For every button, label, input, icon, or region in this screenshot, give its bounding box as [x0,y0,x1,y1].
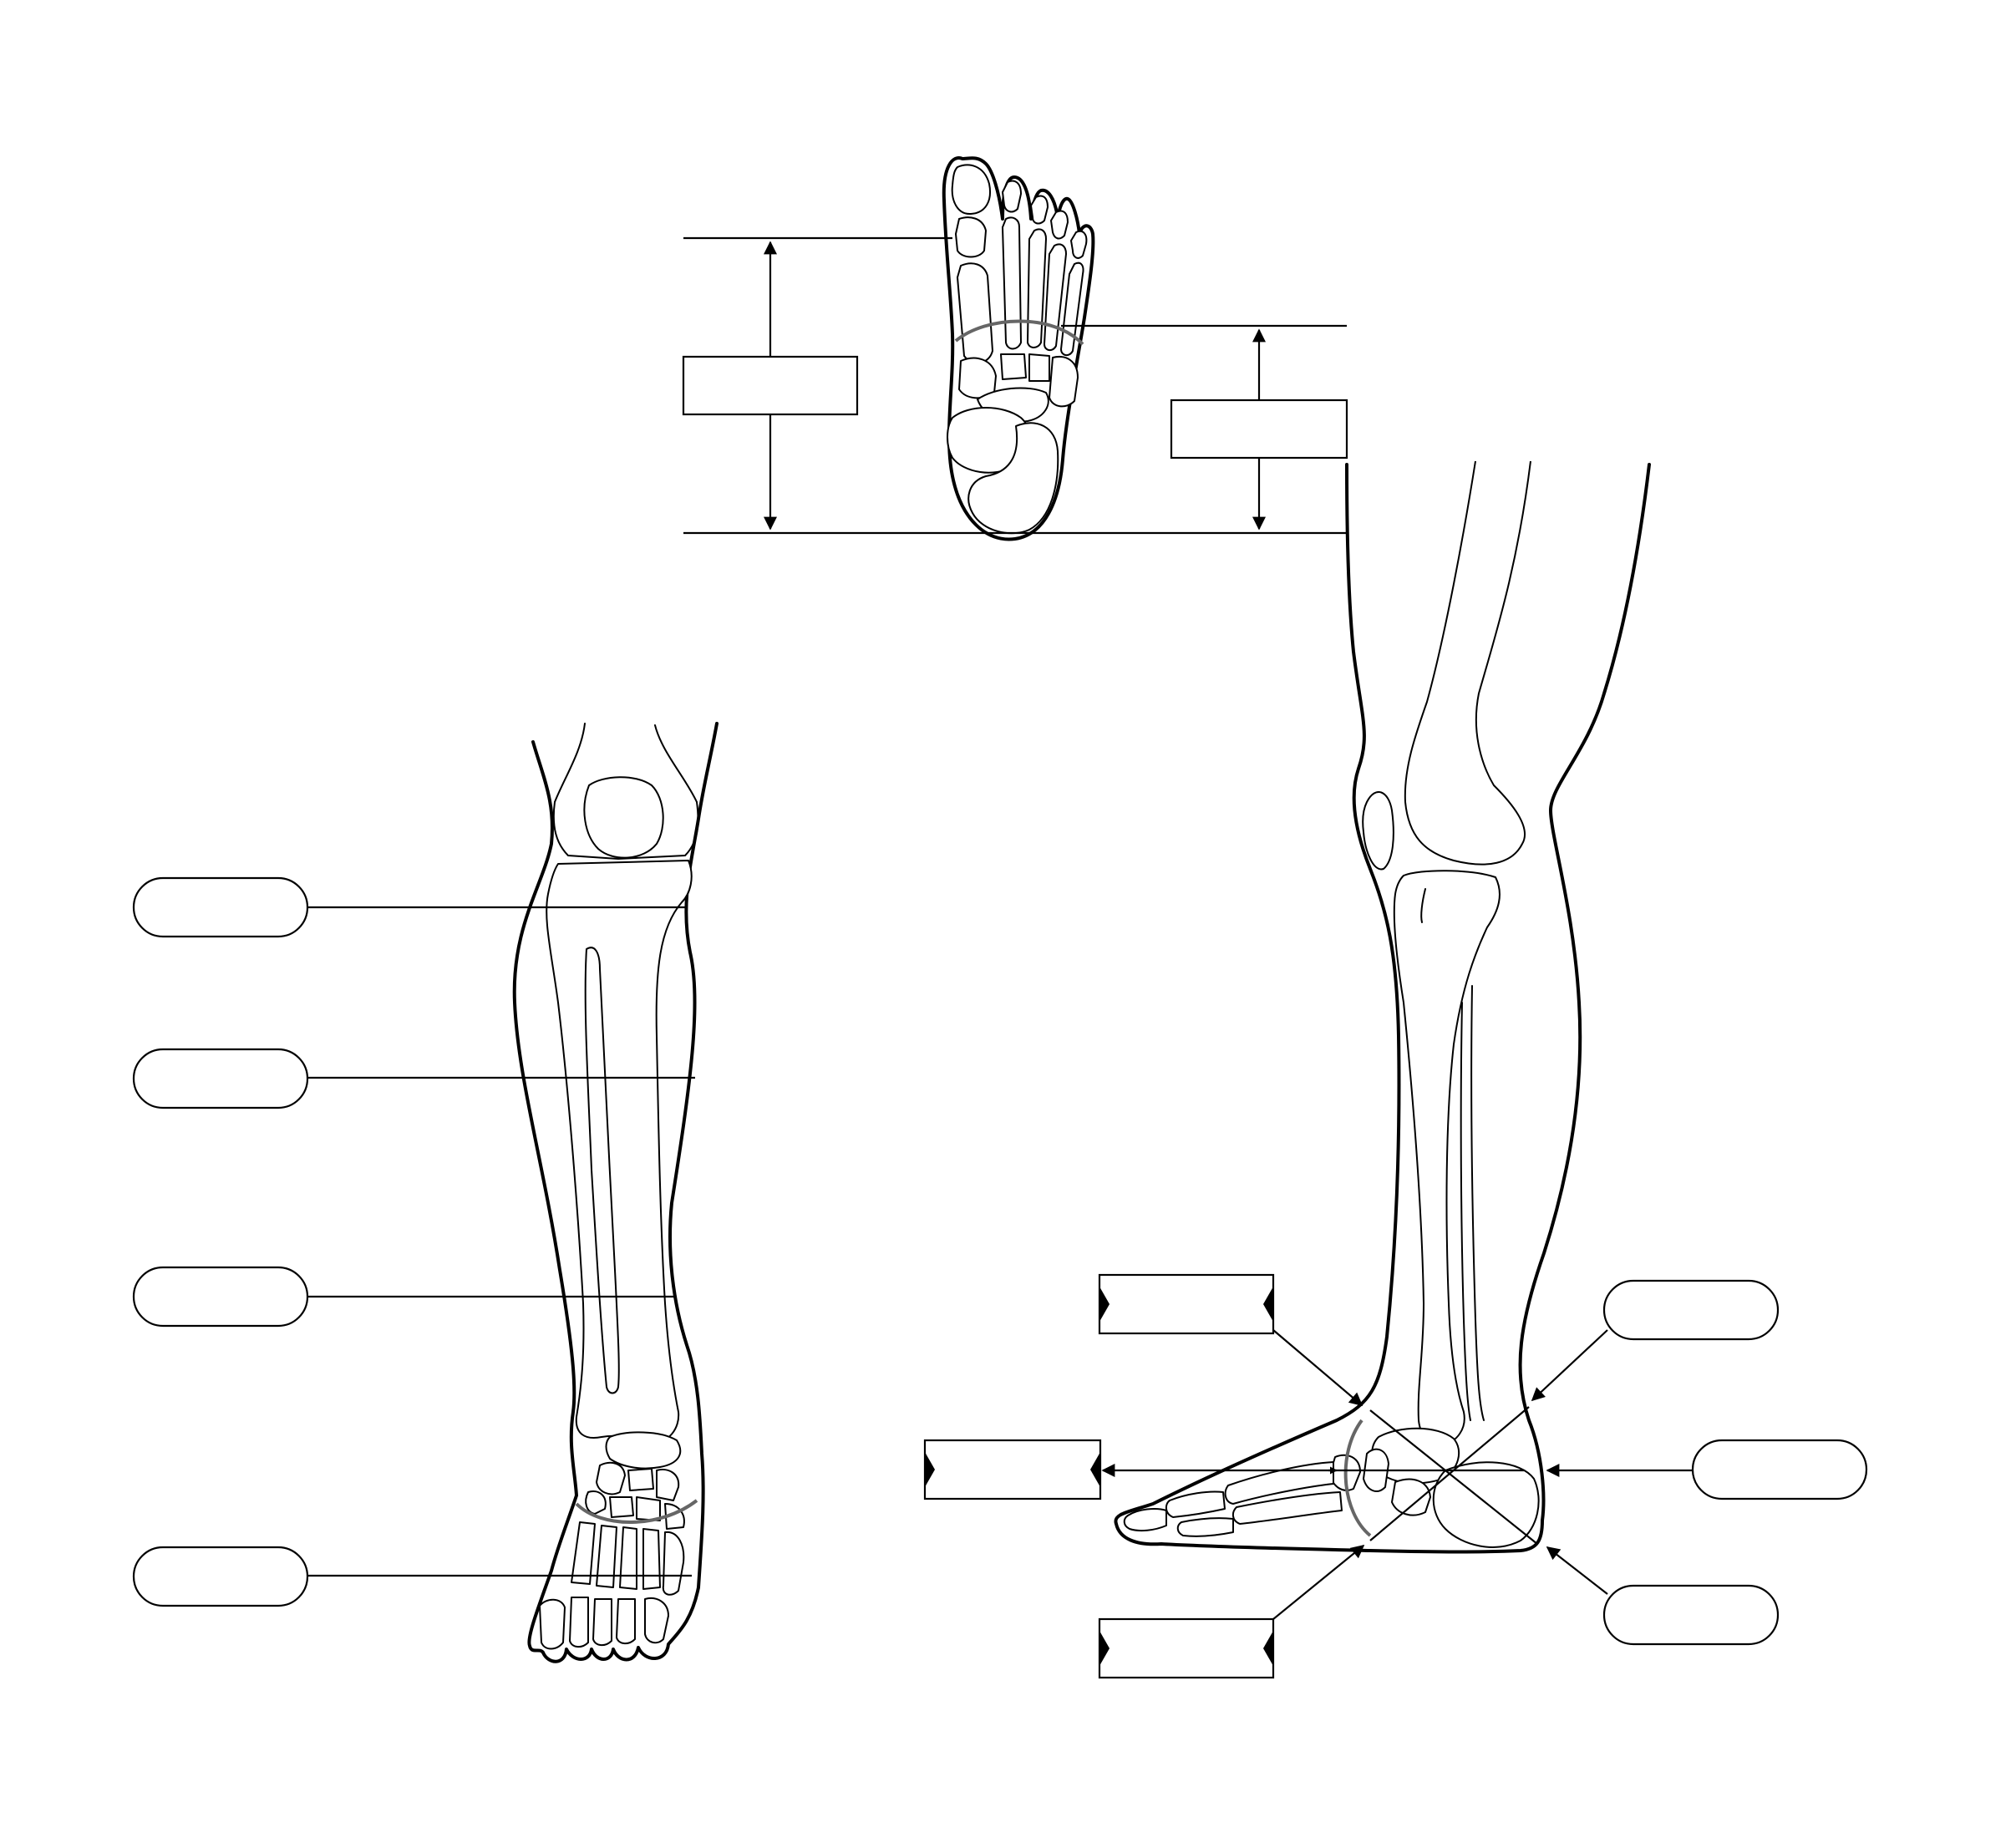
label-box-foot-top-left[interactable] [682,355,859,416]
metatarsal-1 [957,262,993,364]
cuboid-top [1049,356,1079,408]
leg-lateral-view [1114,460,1651,1554]
metatarsal-anterior-5 [662,1531,685,1596]
phalanx-anterior-2 [569,1597,589,1648]
leg-lateral-outline-front [1114,463,1544,1554]
label-pill-anterior-3[interactable] [132,1266,309,1328]
cuboid-lateral [1391,1478,1431,1516]
metatarsal-anterior-2 [596,1525,617,1588]
metatarsal-anterior-3 [619,1526,637,1590]
label-boxes [132,355,1868,1679]
leg-lateral-outline-back [1518,463,1651,1522]
label-box-lateral-lower[interactable] [1098,1617,1275,1679]
patella-anterior [583,776,664,859]
tarsal-anterior-3 [656,1469,680,1501]
phalanx-anterior-3 [592,1598,612,1646]
big-toe-proximal [955,216,987,258]
calcaneus-lateral [1432,1461,1540,1548]
toe-3 [1030,195,1049,225]
tarsal-anterior-6 [636,1496,661,1521]
foot-anterior-toes-outline [541,1586,700,1663]
leader-lateral-pill-upper [1531,1329,1608,1402]
phalanx-lateral-3 [1176,1517,1234,1537]
label-pill-lateral-upper[interactable] [1602,1279,1780,1341]
patella-lateral [1362,791,1394,871]
tibia-lateral [1393,870,1501,1446]
label-pill-lateral-lower[interactable] [1602,1584,1780,1646]
metatarsal-anterior-4 [642,1528,661,1590]
tibia-tuberosity [1420,888,1426,923]
toe-4 [1050,210,1069,240]
foot-superior-view [942,156,1095,541]
phalanx-anterior-1 [539,1598,566,1650]
cuneiform-2 [1000,353,1027,380]
phalanx-anterior-5 [644,1597,669,1644]
label-box-lateral-upper[interactable] [1098,1273,1275,1335]
toe-5 [1070,230,1088,259]
ankle-region-circle [1343,1419,1372,1537]
fibula-lateral-line-1 [1460,1002,1471,1421]
femur-line-left [554,723,586,803]
metatarsal-3 [1027,228,1047,348]
phalanx-anterior-4 [616,1598,636,1644]
femur-line-right [654,724,698,803]
tarsal-anterior-4 [585,1490,607,1515]
foot-dimension-guides [683,236,1348,535]
phalanx-lateral-2 [1123,1508,1167,1532]
foot-top-region-arc [954,319,1084,346]
leg-anterior-outline-left [512,740,578,1654]
phalanx-lateral-1 [1165,1490,1226,1518]
foot-top-outline [942,156,1095,541]
ankle-cross-line-1 [1369,1409,1538,1545]
label-box-lateral-middle[interactable] [923,1439,1102,1500]
tarsal-anterior-1 [596,1461,626,1495]
femur-condyle [552,801,699,861]
label-box-foot-top-right[interactable] [1170,399,1348,460]
label-pill-lateral-middle[interactable] [1691,1439,1868,1500]
toe-2 [1002,180,1022,213]
leg-anterior-region-arc [575,1499,698,1524]
leader-lateral-box-upper [1272,1329,1363,1407]
tarsal-anterior-2 [627,1468,654,1491]
leader-lateral-box-lower [1272,1544,1365,1620]
label-pill-anterior-2[interactable] [132,1048,309,1109]
label-pill-anterior-4[interactable] [132,1546,309,1607]
big-toe-phalanx [951,164,991,216]
metatarsal-lateral-2 [1231,1491,1343,1525]
ankle-cross-line-2 [1369,1406,1530,1541]
tarsal-anterior-5 [609,1496,634,1518]
leg-anterior-view [512,722,719,1663]
femur-lateral [1404,460,1531,866]
leader-lateral-pill-lower [1546,1546,1608,1595]
fibula-anterior [584,947,620,1394]
metatarsal-2 [1002,216,1022,350]
cuneiform-3 [1028,353,1050,382]
metatarsal-anterior-1 [571,1521,596,1585]
fibula-lateral-line-2 [1470,985,1485,1421]
talus-anterior [605,1431,682,1470]
label-pill-anterior-1[interactable] [132,876,309,938]
leader-lines [307,906,1693,1620]
